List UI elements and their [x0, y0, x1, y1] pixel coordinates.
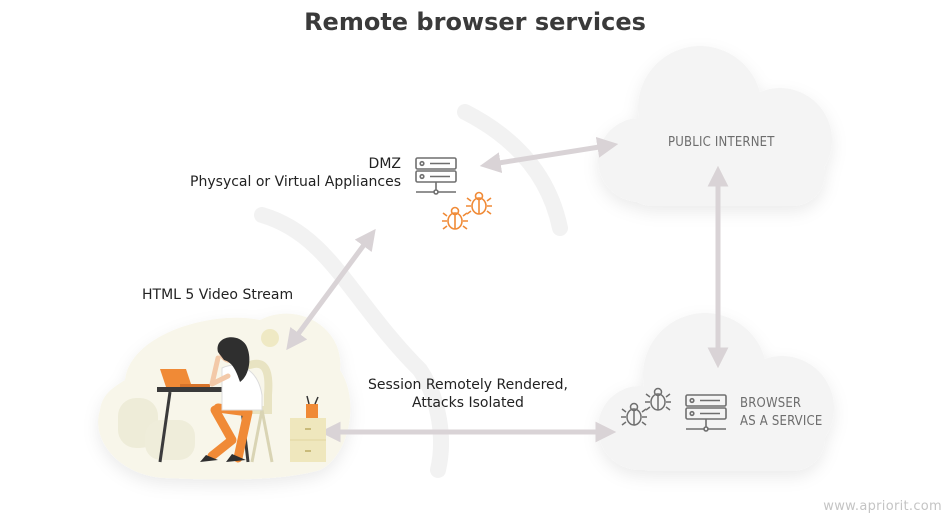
session-label: Session Remotely Rendered, Attacks Isola… [346, 376, 590, 412]
diagram-title: Remote browser services [304, 8, 646, 36]
dmz-label-line1: DMZ [368, 156, 401, 172]
arrow-user-to-dmz [286, 228, 376, 351]
browser-service-label: BROWSER AS A SERVICE [740, 395, 822, 431]
browser-service-cloud-icon [598, 313, 834, 471]
person-at-laptop-illustration [157, 337, 326, 463]
browser-service-bug-icon [621, 402, 647, 426]
dmz-label-line2: Physycal or Virtual Appliances [190, 174, 401, 190]
browser-service-label-line2: AS A SERVICE [740, 414, 823, 429]
dmz-bug-icon [442, 206, 468, 230]
arrow-dmz-to-public [479, 136, 619, 174]
dmz-bug-icon [466, 191, 492, 215]
public-internet-cloud-icon [598, 46, 832, 206]
session-label-line2: Attacks Isolated [412, 395, 524, 411]
session-label-line1: Session Remotely Rendered, [368, 377, 568, 393]
browser-service-label-line1: BROWSER [740, 396, 802, 411]
watermark: www.apriorit.com [823, 499, 942, 514]
html5-video-stream-label: HTML 5 Video Stream [142, 287, 294, 303]
public-internet-label: PUBLIC INTERNET [668, 135, 775, 150]
dmz-label: DMZ Physycal or Virtual Appliances [190, 155, 401, 191]
browser-service-server-icon [685, 394, 727, 432]
browser-service-bug-icon [645, 387, 671, 411]
dmz-server-icon [415, 157, 457, 195]
